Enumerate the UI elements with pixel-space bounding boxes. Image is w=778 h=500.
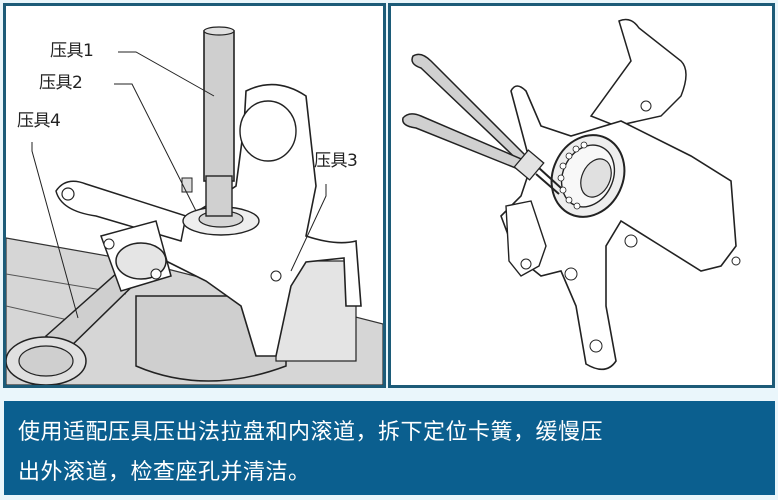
right-illustration-panel	[388, 3, 775, 388]
left-illustration-panel: 压具1 压具2 压具4 压具3	[3, 3, 386, 388]
caption-line-1: 使用适配压具压出法拉盘和内滚道，拆下定位卡簧，缓慢压	[18, 420, 604, 445]
knuckle-press-illustration	[6, 26, 383, 385]
label-press-tool-4: 压具4	[17, 111, 61, 131]
label-press-tool-1: 压具1	[50, 41, 94, 61]
caption-line-2: 出外滚道，检查座孔并清洁。	[18, 460, 311, 485]
caption-bar: 使用适配压具压出法拉盘和内滚道，拆下定位卡簧，缓慢压 出外滚道，检查座孔并清洁。	[4, 401, 775, 495]
label-press-tool-3: 压具3	[314, 151, 358, 171]
label-press-tool-2: 压具2	[39, 73, 83, 93]
circlip-pliers-illustration	[402, 18, 741, 371]
